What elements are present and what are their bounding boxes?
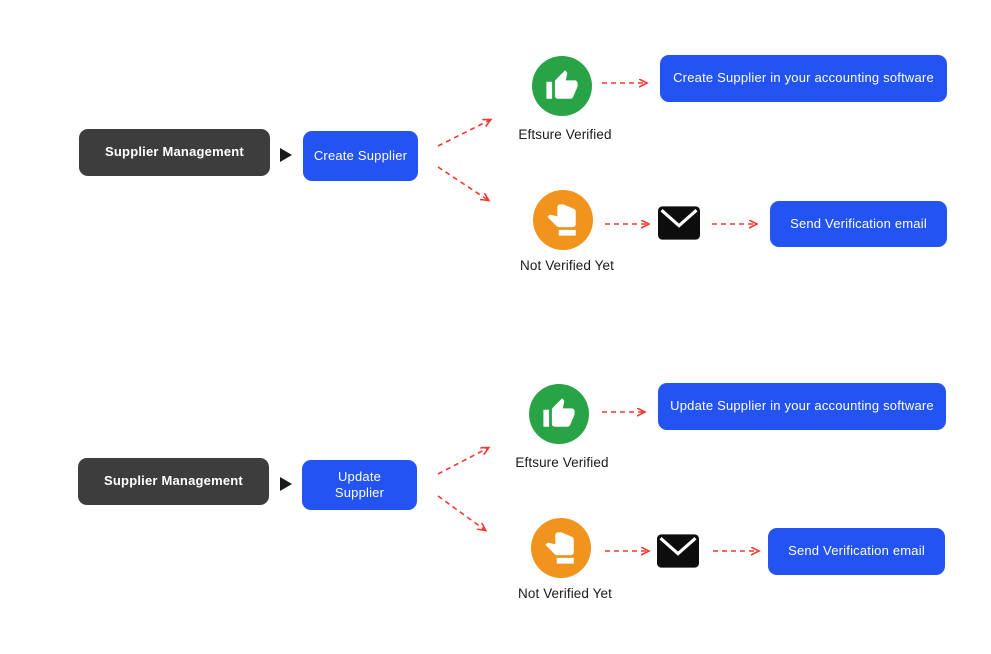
- send-verification-email-node[interactable]: Send Verification email: [768, 528, 945, 575]
- thumb-up-icon: [543, 398, 575, 427]
- create-supplier-result-node[interactable]: Create Supplier in your accounting softw…: [660, 55, 947, 102]
- dashed-arrow-up: [437, 440, 498, 475]
- thumb-sideways-icon: [545, 532, 574, 564]
- update-supplier-node[interactable]: Update Supplier: [302, 460, 417, 510]
- not-verified-label: Not Verified Yet: [520, 258, 614, 273]
- envelope-icon: [658, 206, 700, 240]
- update-supplier-result-node[interactable]: Update Supplier in your accounting softw…: [658, 383, 946, 430]
- not-verified-badge: [531, 518, 591, 578]
- not-verified-label: Not Verified Yet: [518, 586, 612, 601]
- supplier-management-node[interactable]: Supplier Management: [79, 129, 270, 176]
- envelope-icon: [657, 534, 699, 568]
- dashed-arrow-right: [602, 404, 654, 420]
- not-verified-badge: [533, 190, 593, 250]
- dashed-arrow-up: [437, 112, 500, 147]
- dashed-arrow-right: [713, 543, 769, 559]
- dashed-arrow-right: [712, 216, 768, 232]
- create-supplier-node[interactable]: Create Supplier: [303, 131, 418, 181]
- play-triangle-icon: [280, 148, 292, 162]
- dashed-arrow-right: [605, 216, 657, 232]
- verified-badge: [529, 384, 589, 444]
- thumb-sideways-icon: [547, 204, 576, 236]
- play-triangle-icon: [280, 477, 292, 491]
- dashed-arrow-down: [437, 166, 498, 210]
- verified-badge: [532, 56, 592, 116]
- verified-label: Eftsure Verified: [518, 127, 612, 142]
- thumb-up-icon: [546, 70, 578, 99]
- verified-label: Eftsure Verified: [515, 455, 609, 470]
- dashed-arrow-down: [437, 495, 496, 539]
- dashed-arrow-right: [605, 543, 657, 559]
- send-verification-email-node[interactable]: Send Verification email: [770, 201, 947, 247]
- supplier-management-node[interactable]: Supplier Management: [78, 458, 269, 505]
- dashed-arrow-right: [602, 75, 658, 91]
